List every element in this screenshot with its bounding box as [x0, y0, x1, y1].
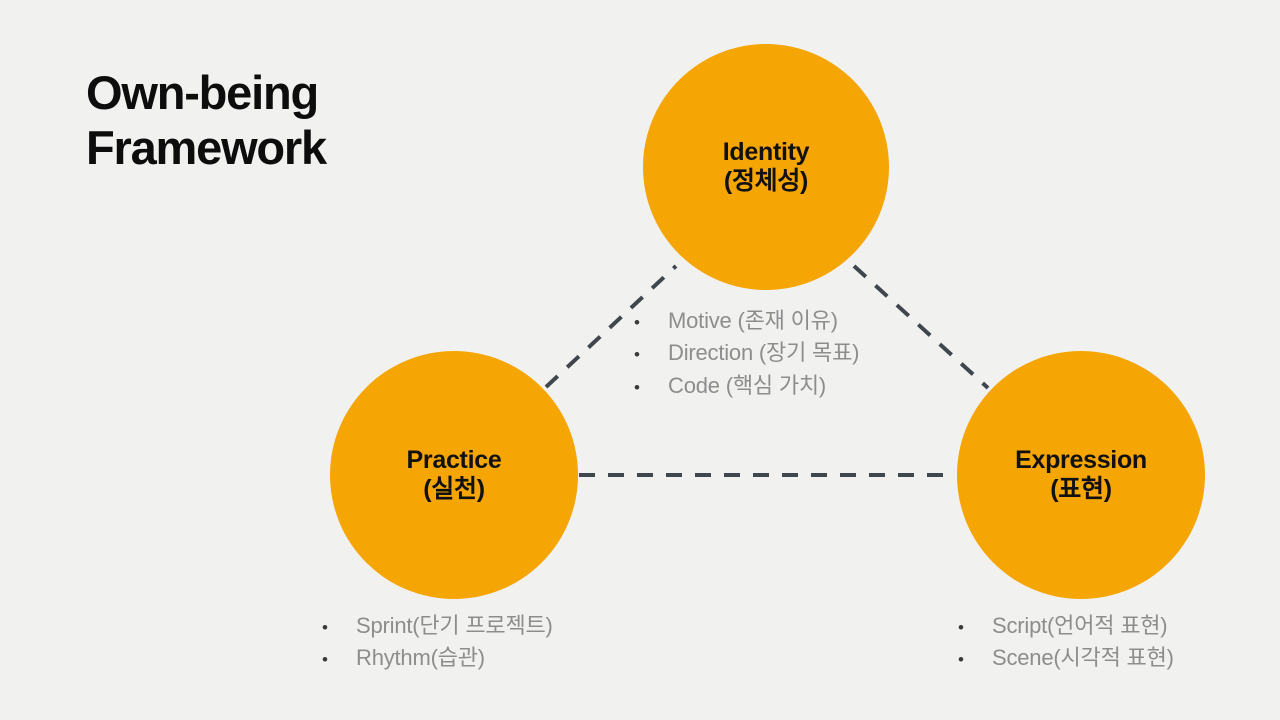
node-identity-label-ko: (정체성) — [723, 167, 809, 195]
bullet-marker-icon: • — [634, 345, 640, 365]
list-item-label: Scene(시각적 표현) — [992, 645, 1174, 671]
node-practice-label-en: Practice — [406, 445, 502, 474]
page-title: Own-being Framework — [86, 66, 327, 174]
node-identity-label-en: Identity — [722, 137, 810, 166]
bullet-list-practice: • Sprint(단기 프로젝트) • Rhythm(습관) — [322, 610, 553, 675]
list-item: • Rhythm(습관) — [322, 642, 553, 674]
list-item-label: Rhythm(습관) — [356, 645, 485, 671]
node-expression[interactable]: Expression (표현) — [957, 351, 1205, 599]
node-practice-label-ko: (실천) — [423, 475, 485, 503]
bullet-marker-icon: • — [958, 618, 964, 637]
node-expression-label-en: Expression — [1015, 445, 1147, 474]
bullet-marker-icon: • — [634, 377, 640, 397]
list-item: • Scene(시각적 표현) — [958, 642, 1174, 674]
list-item: • Direction (장기 목표) — [634, 337, 859, 369]
bullet-marker-icon: • — [322, 650, 328, 670]
node-expression-label-ko: (표현) — [1050, 475, 1112, 503]
bullet-list-expression: • Script(언어적 표현) • Scene(시각적 표현) — [958, 610, 1174, 675]
node-practice[interactable]: Practice (실천) — [330, 351, 578, 599]
list-item-label: Motive (존재 이유) — [668, 308, 838, 333]
list-item-label: Direction (장기 목표) — [668, 340, 860, 366]
list-item-label: Code (핵심 가치) — [668, 372, 827, 398]
bullet-marker-icon: • — [634, 313, 640, 332]
list-item: • Code (핵심 가치) — [634, 370, 859, 402]
bullet-marker-icon: • — [958, 650, 964, 670]
bullet-list-identity: • Motive (존재 이유) • Direction (장기 목표) • C… — [634, 305, 859, 402]
connector-identity-expression — [852, 264, 990, 390]
list-item-label: Sprint(단기 프로젝트) — [356, 613, 553, 638]
list-item: • Motive (존재 이유) — [634, 305, 859, 337]
list-item-label: Script(언어적 표현) — [992, 613, 1168, 638]
bullet-marker-icon: • — [322, 618, 328, 637]
list-item: • Sprint(단기 프로젝트) — [322, 610, 553, 642]
list-item: • Script(언어적 표현) — [958, 610, 1174, 642]
node-identity[interactable]: Identity (정체성) — [643, 44, 889, 290]
